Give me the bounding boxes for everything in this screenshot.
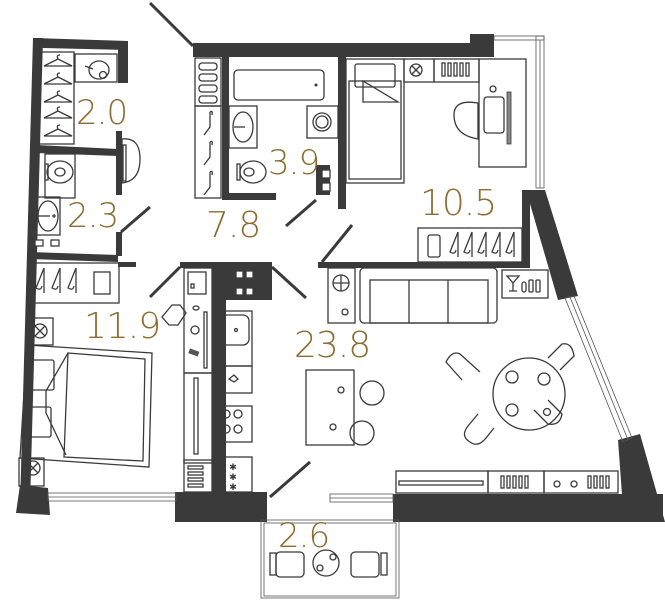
area-label-wc: 2.3 [67, 196, 119, 236]
toilet-icon [236, 160, 267, 184]
fridge-icon [187, 271, 207, 295]
area-label-bedroom-small: 10.5 [420, 183, 497, 224]
kitchen: ✱ ✱ ✱ [183, 267, 254, 493]
radiator-icon [32, 323, 48, 339]
radiator-icon [25, 460, 41, 476]
bathroom-room [194, 57, 339, 199]
area-label-bathroom: 3.9 [268, 143, 320, 183]
bed-icon [19, 344, 153, 468]
hanger-icon [35, 267, 111, 295]
tv-icon [193, 377, 199, 455]
vacuum-icon [84, 60, 110, 80]
wardrobe-icon [417, 227, 523, 263]
tv-icon [395, 470, 489, 494]
monitor-icon [483, 96, 505, 134]
radiator-icon [332, 274, 350, 292]
svg-text:✱: ✱ [229, 463, 237, 473]
bathtub-icon [233, 69, 325, 101]
area-label-wardrobe: 2.0 [76, 93, 128, 133]
washer-icon [312, 112, 332, 132]
stove-icon [217, 405, 253, 443]
slippers-icon [198, 62, 218, 104]
armchair-icon [269, 551, 305, 578]
sink-icon [37, 200, 59, 232]
svg-text:✱: ✱ [229, 483, 237, 493]
armchair-icon [350, 551, 388, 578]
bedroom-small [345, 58, 527, 263]
bed-icon [345, 58, 405, 184]
svg-text:✱: ✱ [229, 473, 237, 483]
dining-table-icon [445, 343, 575, 445]
bedroom-main [18, 262, 187, 487]
area-label-balcony: 2.6 [278, 516, 330, 556]
radiator-icon [409, 63, 423, 77]
bar-icon [501, 269, 549, 299]
chair-icon [453, 101, 479, 140]
doors [120, 1, 354, 499]
living-room [305, 267, 619, 494]
hanger-icon [203, 110, 213, 196]
balcony [260, 519, 400, 599]
area-label-bedroom-main: 11.9 [84, 306, 161, 347]
coffee-table-icon [312, 549, 340, 577]
sofa-icon [359, 267, 498, 324]
wc-room [32, 138, 141, 247]
washbasin-icon [121, 138, 141, 184]
sink-icon [220, 314, 250, 346]
desk-icon [478, 58, 527, 168]
coffee-table-icon [305, 369, 355, 446]
hanger-icon [43, 54, 73, 137]
windows [47, 35, 633, 503]
wardrobe-room [37, 51, 118, 145]
toilet-icon [44, 160, 74, 184]
walls [16, 34, 665, 522]
area-label-hallway: 7.8 [206, 205, 261, 246]
plant-icon [161, 304, 187, 326]
sink-icon [232, 111, 254, 143]
area-label-living-kitchen: 23.8 [294, 325, 371, 366]
